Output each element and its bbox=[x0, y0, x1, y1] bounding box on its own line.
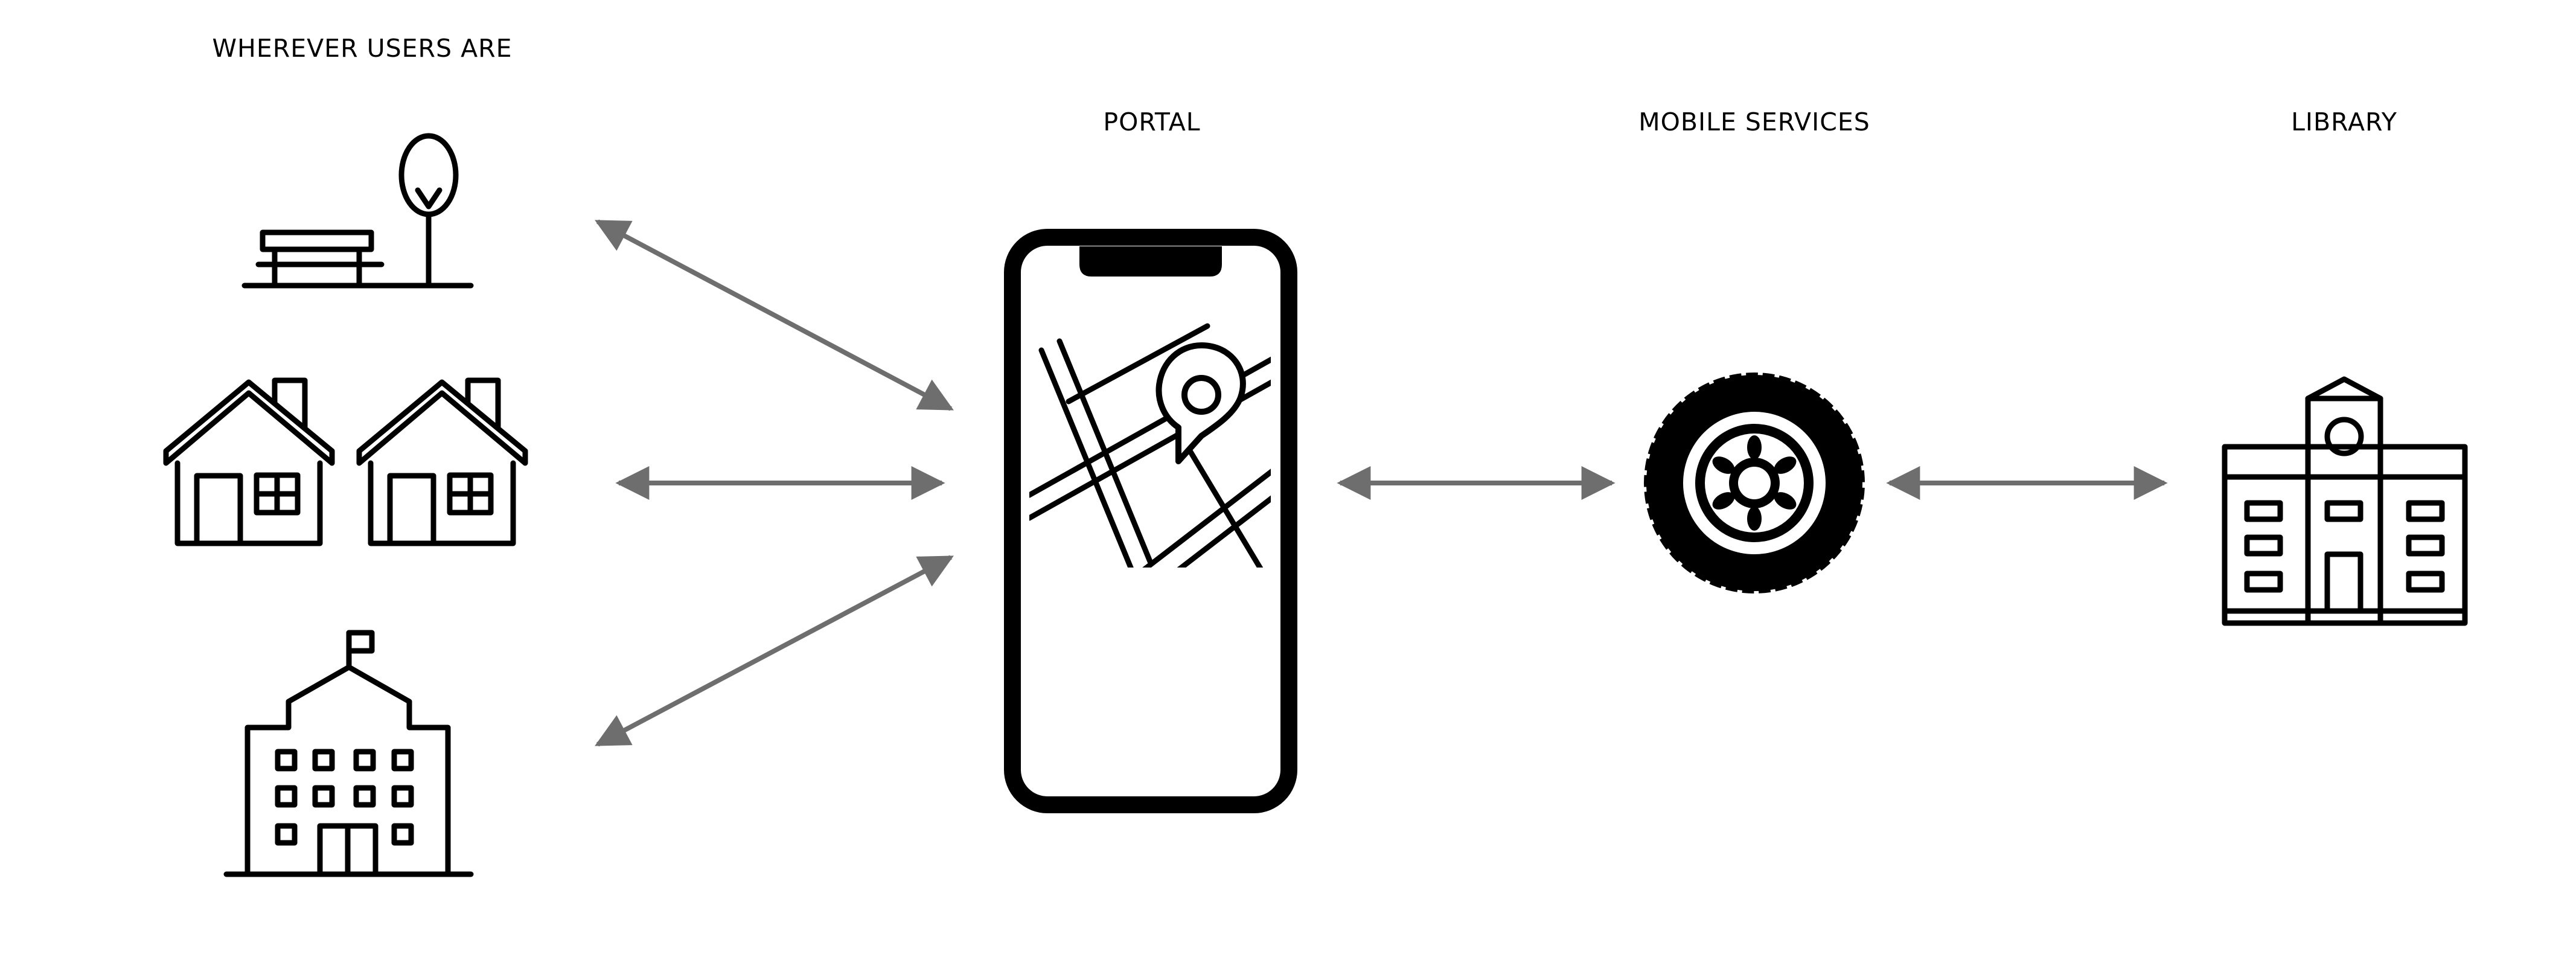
mobile-services-heading: MOBILE SERVICES bbox=[1638, 107, 1870, 136]
tire-spokes bbox=[1712, 435, 1797, 531]
arrow-school-portal bbox=[595, 555, 954, 747]
library-heading: LIBRARY bbox=[2291, 107, 2397, 136]
house-right-icon bbox=[356, 377, 528, 546]
users-heading: WHEREVER USERS ARE bbox=[212, 34, 512, 63]
school-windows bbox=[275, 749, 414, 846]
house-left-icon bbox=[163, 377, 335, 546]
school-icon bbox=[223, 630, 474, 877]
arrow-park-portal bbox=[595, 219, 954, 411]
park-bench-tree-icon bbox=[241, 133, 474, 289]
houses-icon bbox=[163, 377, 528, 546]
library-building-icon bbox=[2222, 376, 2468, 626]
tire-icon bbox=[1641, 370, 1867, 596]
smartphone-map-icon bbox=[1004, 229, 1297, 813]
library-windows bbox=[2244, 500, 2445, 593]
portal-heading: PORTAL bbox=[1103, 107, 1200, 136]
